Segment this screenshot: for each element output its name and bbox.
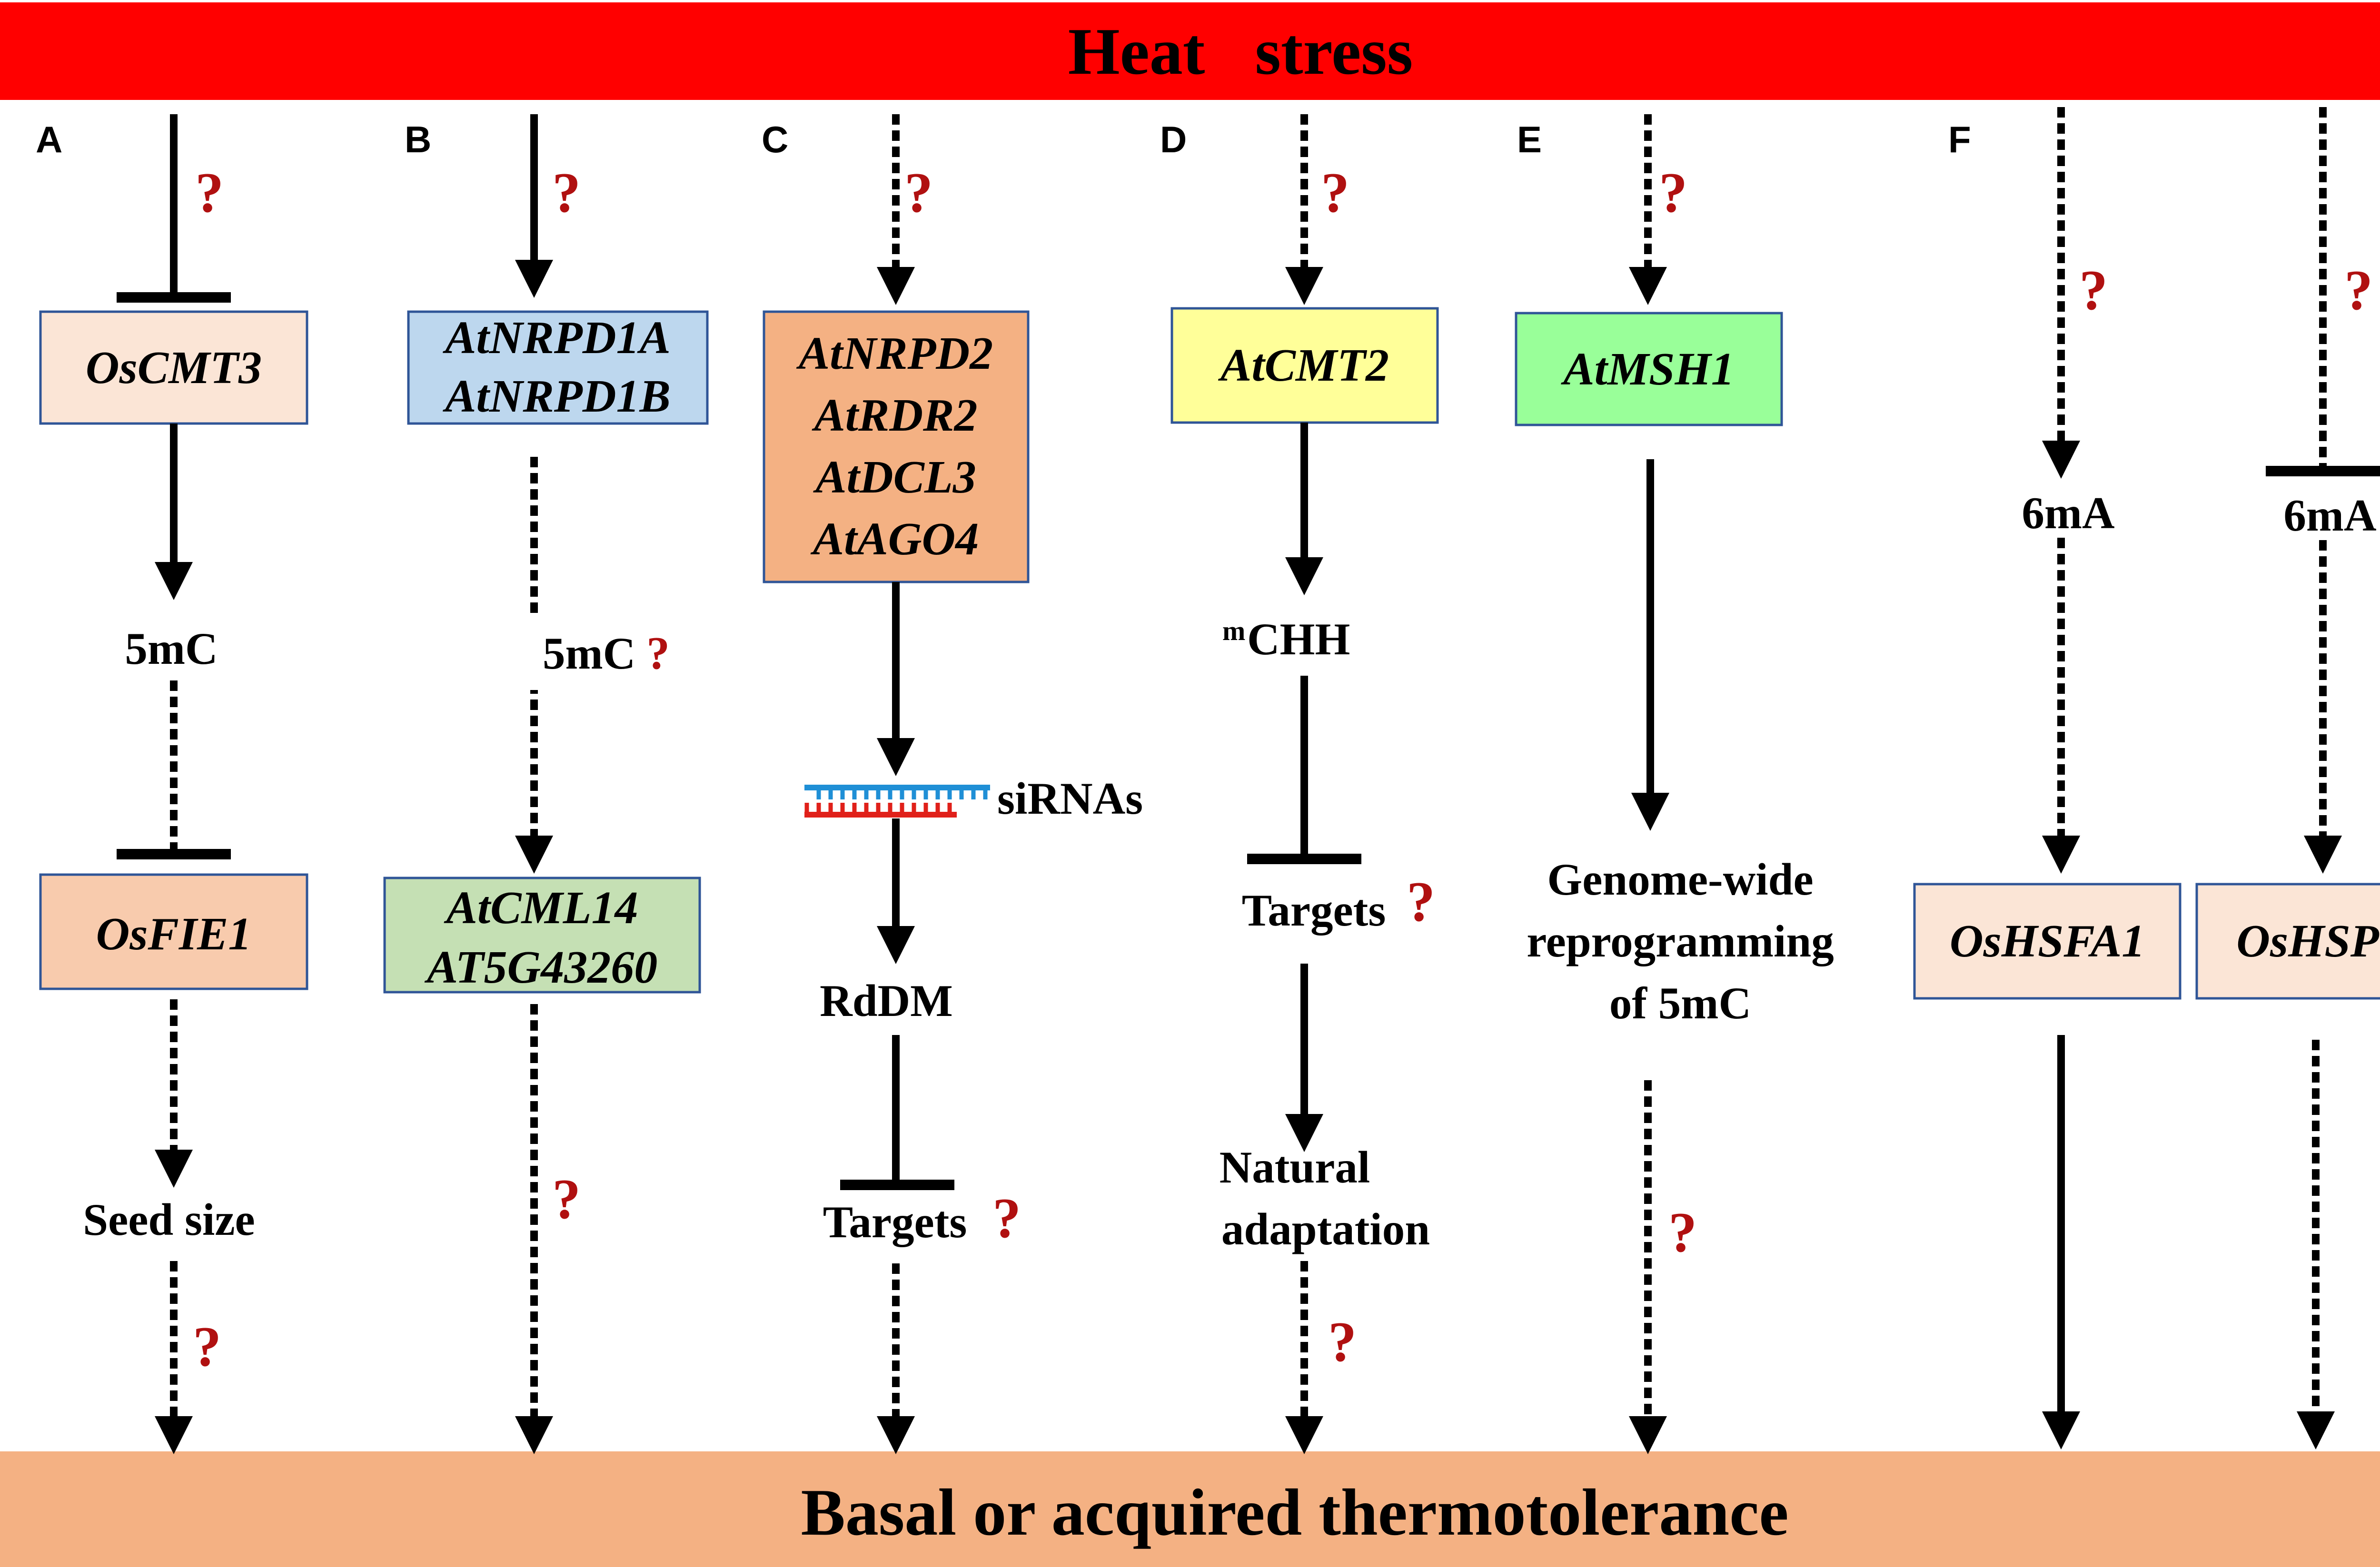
osfie1-node <box>39 873 308 990</box>
heat-stress-title: Heat stress <box>1068 15 1413 89</box>
col-d-question-2: ? <box>1328 1310 1357 1373</box>
col-e-question-2: ? <box>1668 1201 1697 1264</box>
heat-stress-bar <box>0 2 2380 100</box>
atcml14-label: AtCML14 <box>444 882 638 934</box>
mchh-sup: m <box>1222 615 1245 646</box>
adaptation-label: adaptation <box>1221 1204 1430 1254</box>
col-b-5mc-mask <box>526 619 669 690</box>
col-c-targets-label: Targets <box>823 1197 967 1247</box>
atcmt2-node <box>1170 307 1439 424</box>
of-5mc-label: of 5mC <box>1609 978 1751 1028</box>
atrdr2-label: AtRDR2 <box>811 390 977 441</box>
col-f-question-2: ? <box>2344 258 2373 322</box>
col-a-question-1: ? <box>195 161 224 224</box>
atmsh1-label: AtMSH1 <box>1560 344 1734 395</box>
oshsfa1-node <box>1913 883 2182 1000</box>
panel-label-d: D <box>1160 118 1187 160</box>
col-d-question-1: ? <box>1321 161 1349 224</box>
atdcl3-label: AtDCL3 <box>813 452 976 503</box>
sirna-duplex-icon <box>804 785 990 818</box>
oscmt3-label: OsCMT3 <box>86 342 262 394</box>
col-e-question-1: ? <box>1659 161 1687 224</box>
col-a-question-2: ? <box>193 1315 221 1378</box>
mchh-label: CHH <box>1247 614 1350 664</box>
panel-label-e: E <box>1517 118 1542 160</box>
osfie1-label: OsFIE1 <box>96 908 252 960</box>
genome-wide-label: Genome-wide <box>1547 854 1813 905</box>
oscmt3-node <box>39 310 308 425</box>
col-f-6ma-label-2: 6mA <box>2283 490 2376 541</box>
oshsp70-node <box>2195 883 2380 1000</box>
natural-label: Natural <box>1220 1142 1370 1192</box>
sirnas-label: siRNAs <box>997 773 1143 824</box>
panel-label-f: F <box>1948 118 1971 160</box>
panel-label-a: A <box>36 118 62 160</box>
at5g43260-label: AT5G43260 <box>424 942 658 993</box>
panel-label-b: B <box>405 118 431 160</box>
col-c-targets-question: ? <box>992 1186 1021 1250</box>
col-c-question-1: ? <box>904 161 933 224</box>
atcmt2-label: AtCMT2 <box>1218 340 1389 391</box>
panel-label-c: C <box>762 118 788 160</box>
col-f-question-1: ? <box>2079 258 2108 322</box>
col-d-targets-label: Targets <box>1242 885 1386 936</box>
rddm-genes-node <box>763 310 1030 583</box>
col-b-question-1: ? <box>552 161 581 224</box>
atago4-label: AtAGO4 <box>810 513 979 565</box>
col-b-5mc-question: ? <box>646 628 670 679</box>
atnrpd1a-label: AtNRPD1A <box>442 312 671 364</box>
atnrpd1b-label: AtNRPD1B <box>442 371 671 422</box>
oshsp70-label: OsHSP70 <box>2236 916 2380 967</box>
atmsh1-node <box>1515 312 1783 426</box>
atnrpd1-node <box>407 310 709 425</box>
rddm-label: RdDM <box>820 976 953 1026</box>
atcml14-node <box>383 877 701 994</box>
atnrpd2-label: AtNRPD2 <box>796 328 993 379</box>
thermotolerance-title: Basal or acquired thermotolerance <box>801 1476 1788 1549</box>
col-b-5mc-label: 5mC <box>543 628 635 679</box>
col-f-6ma-label-1: 6mA <box>2022 488 2114 538</box>
thermotolerance-bar <box>0 1451 2380 1567</box>
col-b-question-2: ? <box>552 1167 581 1231</box>
col-a-5mc-label: 5mC <box>125 623 218 674</box>
col-a-seed-size-label: Seed size <box>83 1194 255 1245</box>
oshsfa1-label: OsHSFA1 <box>1950 916 2145 967</box>
col-d-targets-question: ? <box>1407 870 1435 933</box>
reprogramming-label: reprogramming <box>1527 916 1834 966</box>
